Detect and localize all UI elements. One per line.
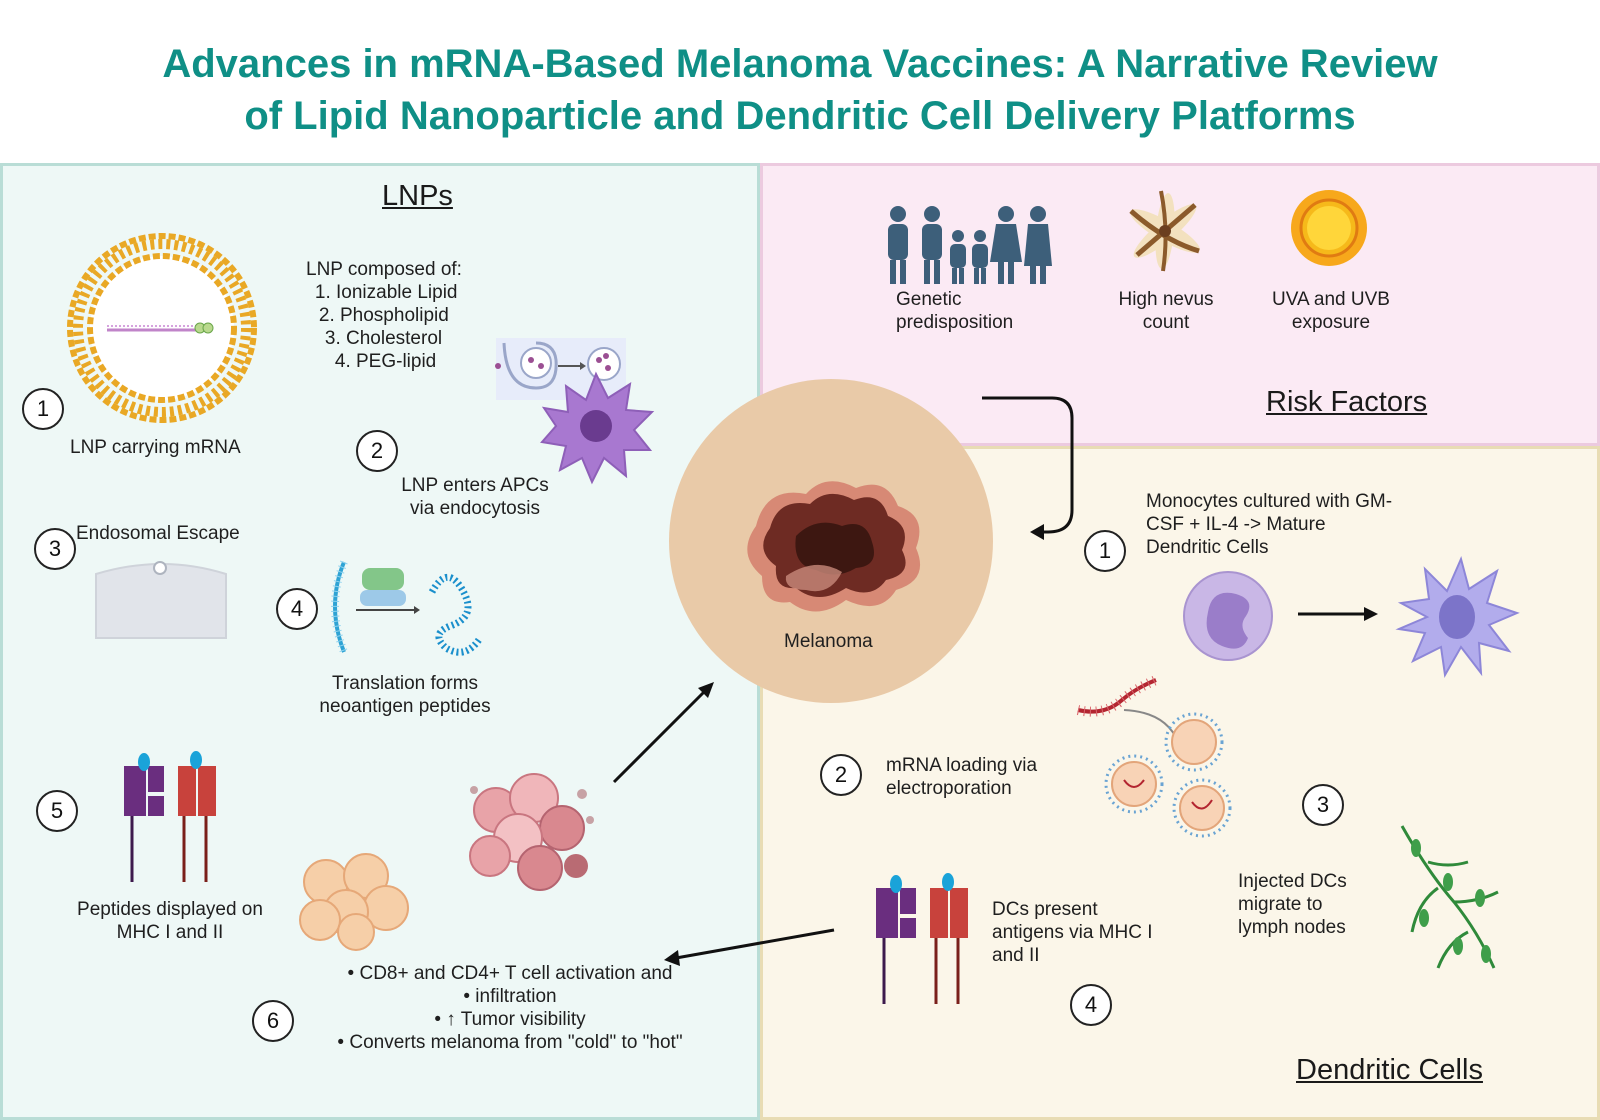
lnps-heading: LNPs [382, 180, 453, 212]
nevus-icon [1129, 190, 1200, 272]
outcome-bullet: ↑ Tumor visibility [310, 1008, 710, 1031]
title-line-2: of Lipid Nanoparticle and Dendritic Cell… [244, 94, 1356, 138]
dc-step-4-marker: 4 [1070, 984, 1112, 1026]
electroporation-icon [1076, 675, 1232, 838]
monocyte-icon [1183, 571, 1273, 661]
lnp-step-1-label: LNP carrying mRNA [70, 437, 241, 458]
outcome-bullet: Converts melanoma from "cold" to "hot" [310, 1031, 710, 1054]
t-cell-cluster-icon [299, 853, 409, 951]
endosome-membrane-icon [95, 561, 227, 639]
lnp-step-4-label: Translation forms neoantigen peptides [319, 673, 491, 717]
maturation-arrow-icon [1298, 607, 1378, 621]
page-title: Advances in mRNA-Based Melanoma Vaccines… [0, 38, 1600, 142]
dc-step-1-marker: 1 [1084, 530, 1126, 572]
outcome-bullet: CD8+ and CD4+ T cell activation and [310, 962, 710, 985]
nevus-label: High nevus count [1118, 289, 1214, 333]
composition-header: LNP composed of: [306, 259, 462, 280]
dendritic-cells-heading: Dendritic Cells [1296, 1054, 1483, 1086]
lnp-step-4-marker: 4 [276, 588, 318, 630]
dc-step-2-label: mRNA loading via electroporation [886, 755, 1038, 799]
lnp-step-5-label: Peptides displayed on MHC I and II [77, 899, 263, 943]
lnp-step-1-marker: 1 [22, 388, 64, 430]
composition-item: Phospholipid [340, 304, 462, 327]
endocytosis-apc-icon [495, 338, 655, 485]
lnp-composition: LNP composed of: Ionizable Lipid Phospho… [306, 258, 462, 373]
lymph-node-vessel-icon [1400, 825, 1499, 969]
lnp-step-5-marker: 5 [36, 790, 78, 832]
composition-item: PEG-lipid [356, 350, 462, 373]
dc-mhc-molecules-icon [876, 873, 968, 1004]
dc-step-4-label: DCs present antigens via MHC I and II [992, 899, 1153, 966]
translation-ribosome-icon [331, 560, 483, 656]
mature-dendritic-cell-icon [1395, 555, 1520, 679]
composition-item: Cholesterol [346, 327, 462, 350]
outcome-continuation: infiltration [310, 985, 710, 1008]
melanoma-lesion-icon [669, 379, 993, 703]
melanoma-label: Melanoma [784, 631, 873, 652]
dc-step-3-label: Injected DCs migrate to lymph nodes [1238, 871, 1347, 938]
lnp-particle-icon [67, 233, 257, 423]
lnp-step-6-marker: 6 [252, 1000, 294, 1042]
genetic-predisposition-label: Genetic predisposition [896, 289, 1014, 333]
title-line-1: Advances in mRNA-Based Melanoma Vaccines… [162, 42, 1438, 86]
lnp-step-3-marker: 3 [34, 528, 76, 570]
dc-step-3-marker: 3 [1302, 784, 1344, 826]
lnp-step-3-label: Endosomal Escape [76, 523, 240, 544]
dc-step-2-marker: 2 [820, 754, 862, 796]
uv-exposure-label: UVA and UVB exposure [1272, 289, 1390, 333]
family-icon [888, 206, 1052, 284]
risk-factors-heading: Risk Factors [1266, 386, 1428, 418]
lnp-step-6-outcomes: CD8+ and CD4+ T cell activation and infi… [310, 962, 710, 1054]
composition-item: Ionizable Lipid [336, 281, 462, 304]
mhc-molecules-icon [124, 751, 216, 882]
lnp-step-2-marker: 2 [356, 430, 398, 472]
tumor-cell-cluster-icon [469, 773, 594, 891]
dc-step-1-label: Monocytes cultured with GM- CSF + IL-4 -… [1146, 491, 1393, 558]
sun-icon [1291, 190, 1367, 266]
lnp-step-2-label: LNP enters APCs via endocytosis [401, 475, 549, 519]
